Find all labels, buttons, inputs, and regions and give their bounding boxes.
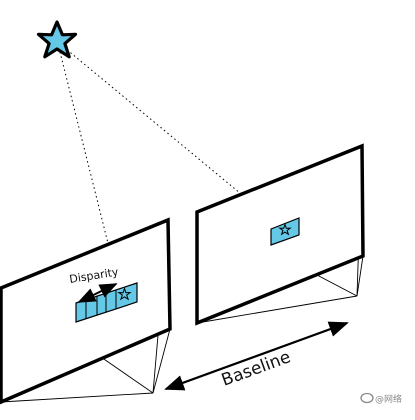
double-arrow-icon <box>77 283 118 303</box>
small-star-icon <box>278 222 292 236</box>
weibo-icon <box>360 392 374 404</box>
sight-line-left <box>59 51 125 308</box>
baseline-arrow-icon <box>164 321 349 391</box>
small-star-icon <box>117 286 132 301</box>
right-patch <box>270 217 300 246</box>
star-icon <box>36 20 78 59</box>
watermark: @网络 <box>360 392 402 405</box>
baseline-label: Baseline <box>219 347 294 390</box>
watermark-text: @网络 <box>375 393 402 405</box>
